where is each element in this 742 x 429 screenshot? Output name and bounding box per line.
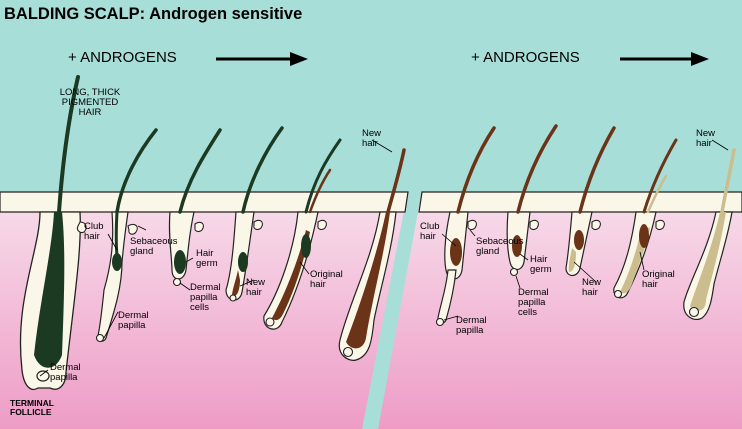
- terminal-follicle-right: [444, 126, 496, 280]
- anagen-follicle-original-right: [613, 138, 678, 299]
- androgens-label-left: + ANDROGENS: [68, 49, 177, 66]
- androgens-label-right: + ANDROGENS: [471, 49, 580, 66]
- club-hair-follicle: [95, 128, 158, 343]
- leader-lines: [39, 139, 729, 377]
- terminal-follicle: [19, 75, 87, 391]
- diagram-title: BALDING SCALP: Androgen sensitive: [4, 5, 302, 23]
- hair-germ-follicle: [168, 128, 222, 287]
- early-anagen-follicle-right: [565, 126, 616, 277]
- arrow-right-icon: [216, 52, 308, 66]
- arrow-right-icon: [620, 52, 709, 66]
- early-anagen-follicle: [225, 126, 284, 302]
- new-hair-follicle: [338, 148, 406, 361]
- hair-germ-follicle-right: [506, 124, 558, 277]
- panel-divider: [362, 190, 422, 429]
- anagen-follicle-original: [263, 138, 342, 330]
- new-hair-follicle-right: [683, 148, 736, 321]
- club-hair-follicle-right: [435, 269, 457, 327]
- epidermis-right: [418, 191, 742, 213]
